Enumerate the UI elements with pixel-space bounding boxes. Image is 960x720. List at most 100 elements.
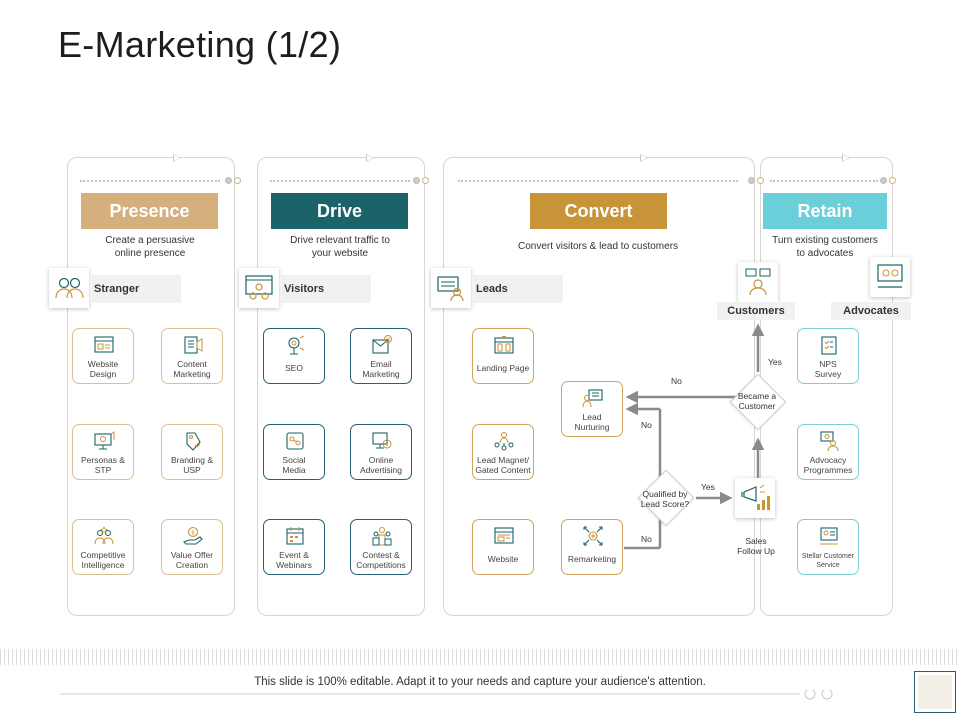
seo-icon (288, 335, 305, 355)
card-label-line: Event & (279, 550, 309, 560)
card-label-line: Advertising (359, 465, 403, 475)
lead-nurturing-icon (582, 389, 603, 408)
card-label: Lead Magnet/Gated Content (473, 455, 533, 475)
card-label-line: Lead (582, 412, 602, 422)
card-website: Website (472, 519, 534, 575)
value-offer-icon: $ (183, 526, 203, 545)
browser-people-icon (239, 268, 279, 308)
card-label-line: Service (816, 562, 840, 569)
competitive-intelligence-icon (94, 526, 114, 545)
presence-description: Create a persuasive online presence (72, 234, 228, 260)
footer-line (60, 690, 833, 700)
card-label-line: Contest & (362, 550, 400, 560)
card-label-line: Marketing (173, 369, 211, 379)
became-customer-decision-line: Became a (737, 391, 777, 401)
card-label: SEO (264, 363, 324, 373)
card-label-line: Content (177, 359, 207, 369)
branding-icon (186, 432, 201, 451)
card-label: Website (473, 554, 533, 564)
presence-description-line: Create a persuasive (105, 235, 195, 246)
svg-text:$: $ (191, 530, 195, 537)
footer-text: This slide is 100% editable. Adapt it to… (254, 676, 706, 688)
convert-dot-icon (748, 177, 755, 184)
two-people-icon (49, 268, 89, 308)
yes-label: Yes (701, 482, 715, 492)
card-label-line: Website (87, 359, 119, 369)
leads-bar: Leads (474, 275, 563, 303)
drive-description-line: your website (311, 248, 369, 259)
card-label: Landing Page (473, 363, 533, 373)
leads-icon (431, 268, 471, 308)
calendar-icon (286, 527, 304, 545)
bottom-decorative-strip (0, 649, 960, 665)
card-label-line: Intelligence (81, 560, 125, 570)
convert-description-line: Convert visitors & lead to customers (517, 241, 679, 252)
yes-label: Yes (768, 357, 782, 367)
card-label-line: Advocacy (809, 455, 847, 465)
qualified-decision-line: Qualified by (642, 489, 688, 499)
presence-description-line: online presence (114, 248, 186, 259)
card-label-line: SEO (285, 363, 303, 373)
card-label-line: Value Offer (170, 550, 214, 560)
card-label-line: Competitions (356, 560, 406, 570)
card-label-line: Landing Page (476, 363, 530, 373)
card-label-line: Stellar Customer (801, 553, 855, 560)
customers-icon (738, 262, 778, 302)
sales-follow-up-line: Sales (745, 536, 767, 546)
qualified-decision-line: Lead Score? (640, 499, 690, 509)
card-personas-stp: Personas &STP (72, 424, 134, 480)
card-label: Contest &Competitions (351, 550, 411, 570)
card-label-line: Competitive (80, 550, 126, 560)
retain-description-line: to advocates (796, 248, 854, 259)
sales-follow-up-line: Follow Up (737, 546, 775, 556)
stranger-bar: Stranger (92, 275, 181, 303)
card-label-line: Media (282, 465, 306, 475)
presence-dotted-line (80, 180, 220, 182)
card-label-line: STP (94, 465, 112, 475)
presence-dot2-icon (234, 177, 241, 184)
advocacy-icon (820, 431, 839, 452)
convert-header: Convert (530, 193, 667, 229)
card-contest-competitions: Contest &Competitions (350, 519, 412, 575)
website-design-icon (94, 336, 114, 353)
card-branding-usp: Branding &USP (161, 424, 223, 480)
card-label-line: Webinars (276, 560, 312, 570)
retain-dot-icon (880, 177, 887, 184)
convert-arrow-icon (640, 154, 648, 162)
convert-dotted-line (458, 180, 738, 182)
card-label-line: Email (370, 359, 392, 369)
drive-dot2-icon (422, 177, 429, 184)
drive-dot-icon (413, 177, 420, 184)
card-label-line: Survey (814, 369, 842, 379)
card-label-line: Online (368, 455, 394, 465)
card-remarketing: Remarketing (561, 519, 623, 575)
page-title: E-Marketing (1/2) (58, 24, 342, 65)
social-media-icon (286, 432, 304, 450)
presence-arrow-icon (173, 154, 181, 162)
landing-page-icon (494, 336, 514, 354)
convert-dot2-icon (757, 177, 764, 184)
became-customer-decision-line: Customer (738, 401, 776, 411)
slide-thumbnail-fill (918, 675, 952, 709)
card-label-line: USP (183, 465, 201, 475)
survey-icon (821, 336, 837, 355)
card-label-line: Lead Magnet/ (477, 455, 529, 465)
drive-dotted-line (270, 180, 410, 182)
drive-description-line: Drive relevant traffic to (290, 235, 390, 246)
became-customer-decision-label: Became a Customer (722, 391, 792, 411)
visitors-bar: Visitors (282, 275, 371, 303)
sales-follow-up-icon (735, 478, 775, 518)
slide-thumbnail-button[interactable] (914, 671, 956, 713)
